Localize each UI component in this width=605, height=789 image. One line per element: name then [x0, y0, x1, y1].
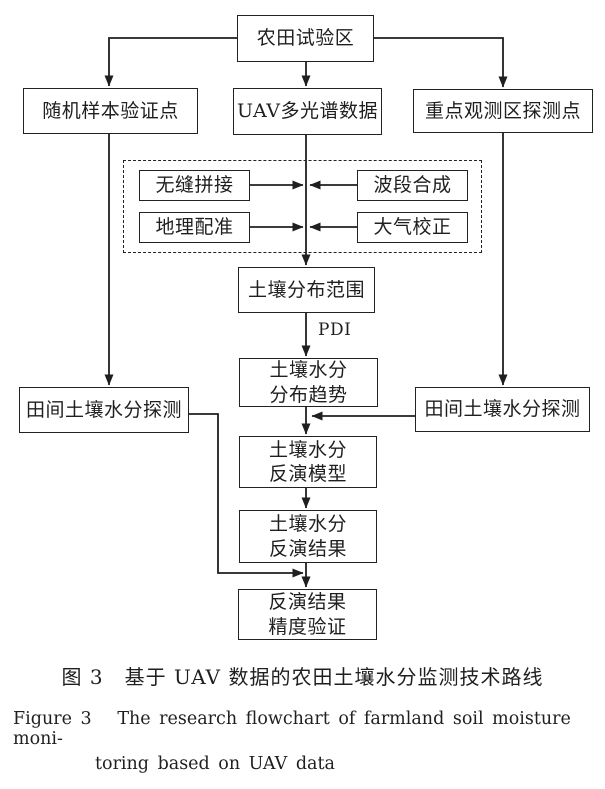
node-accuracy-verification: 反演结果 精度验证 [238, 589, 377, 640]
node-farmland-area: 农田试验区 [237, 15, 374, 62]
node-key-observation-points: 重点观测区探测点 [413, 89, 593, 133]
node-moisture-inversion-model: 土壤水分 反演模型 [239, 436, 377, 488]
figure-caption-chinese: 图 3 基于 UAV 数据的农田土壤水分监测技术路线 [61, 665, 544, 689]
node-random-sample-points: 随机样本验证点 [23, 88, 198, 134]
figure-caption-english-line1: Figure 3 The research flowchart of farml… [13, 709, 580, 749]
node-soil-distribution-range: 土壤分布范围 [238, 267, 375, 313]
edge-label-pdi: PDI [316, 320, 354, 340]
edge-fieldleft-to-verification [189, 413, 304, 578]
edge-farmland-to-random [104, 37, 237, 87]
figure-caption-english-line2: toring based on UAV data [95, 754, 335, 774]
node-field-moisture-detection-left: 田间土壤水分探测 [19, 387, 189, 433]
node-atmospheric-correction: 大气校正 [357, 212, 468, 243]
edge-farmland-to-keypoints [374, 37, 508, 88]
node-seamless-stitching: 无缝拼接 [139, 170, 250, 201]
node-geo-registration: 地理配准 [139, 212, 250, 243]
preprocessing-group-box [123, 160, 482, 253]
node-field-moisture-detection-right: 田间土壤水分探测 [415, 387, 590, 432]
node-moisture-inversion-result: 土壤水分 反演结果 [239, 510, 377, 563]
node-moisture-distribution-trend: 土壤水分 分布趋势 [239, 358, 378, 407]
node-band-synthesis: 波段合成 [357, 170, 468, 201]
node-uav-multispectral-data: UAV多光谱数据 [233, 88, 382, 135]
